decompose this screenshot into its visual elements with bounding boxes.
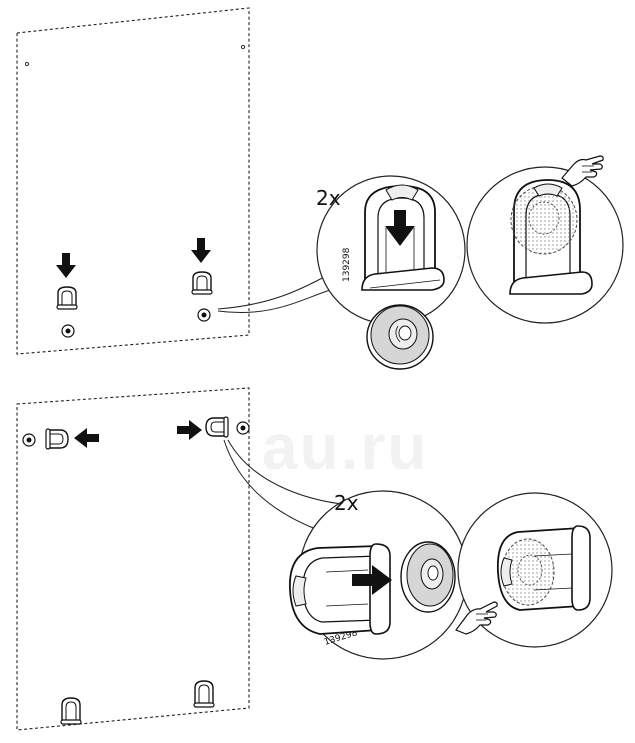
quantity-label: 2x xyxy=(334,491,359,515)
hanger-hook xyxy=(193,680,215,708)
hanger-bracket-installed xyxy=(496,525,591,611)
wall-disc xyxy=(400,541,456,613)
step-2: 2x 139298 xyxy=(16,387,613,731)
hanger-hook xyxy=(56,286,78,310)
down-arrow xyxy=(191,238,211,263)
down-arrow xyxy=(385,210,415,246)
callout-line xyxy=(223,439,319,531)
screw xyxy=(61,324,75,338)
hanger-bracket-installed xyxy=(509,179,593,295)
callout-line xyxy=(227,439,351,506)
right-arrow xyxy=(177,420,202,440)
pointing-hand-icon xyxy=(455,601,498,635)
panel-hole xyxy=(24,61,30,67)
callout-line xyxy=(217,289,331,314)
pointing-hand-icon xyxy=(561,155,604,187)
panel-hole xyxy=(240,44,246,50)
hanger-hook xyxy=(60,697,82,725)
part-number: 139298 xyxy=(342,247,352,282)
step-1: 2x 139298 xyxy=(16,7,624,370)
screw xyxy=(197,308,211,322)
down-arrow xyxy=(56,253,76,278)
screw xyxy=(236,421,250,435)
quantity-label: 2x xyxy=(316,186,341,210)
right-arrow xyxy=(352,565,392,595)
left-arrow xyxy=(74,428,99,448)
callout-line xyxy=(217,274,329,310)
mirror-panel-2 xyxy=(16,387,250,731)
wall-disc xyxy=(366,304,434,370)
hanger-hook xyxy=(45,428,69,450)
mirror-panel-1 xyxy=(16,7,250,355)
screw xyxy=(22,433,36,447)
hanger-hook xyxy=(205,416,229,438)
watermark: au.ru xyxy=(262,411,429,483)
hanger-hook xyxy=(191,271,213,295)
